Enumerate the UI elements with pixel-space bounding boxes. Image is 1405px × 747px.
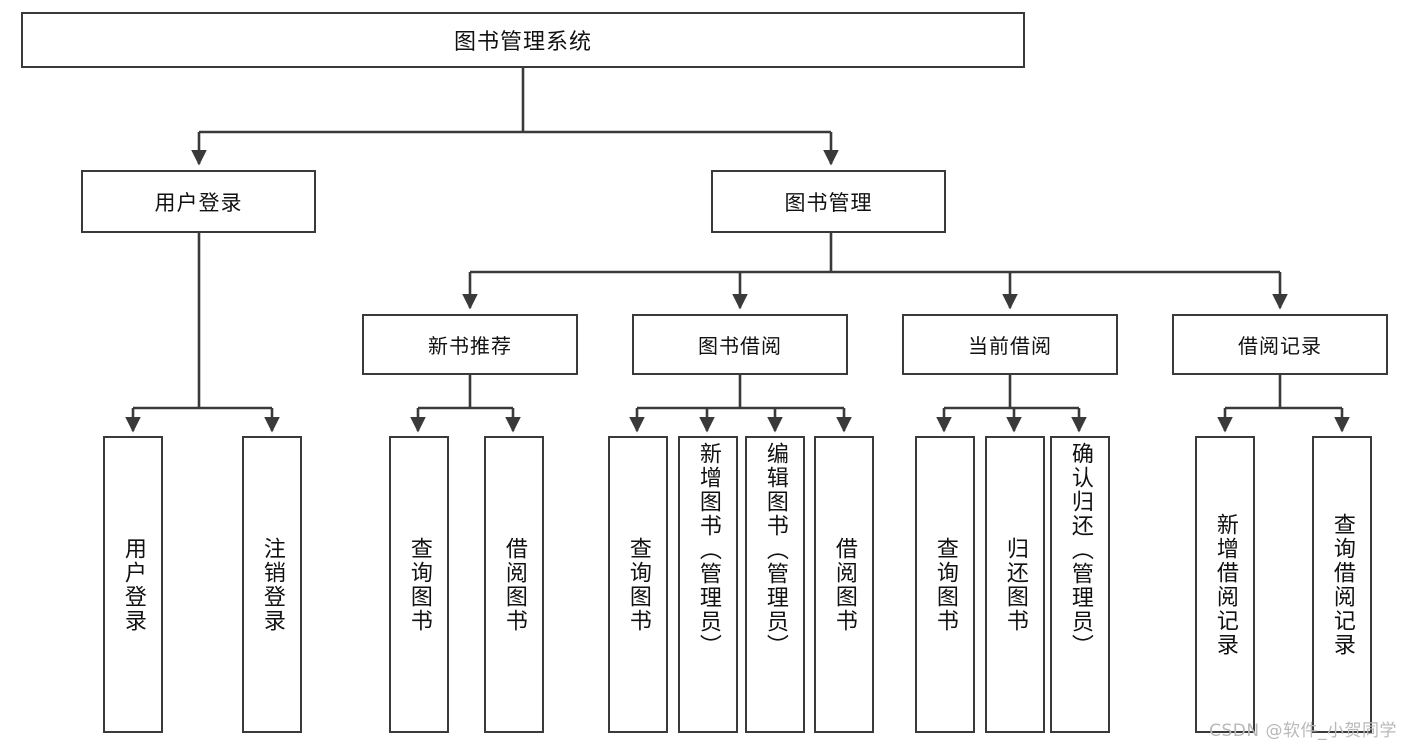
watermark: CSDN @软件_小贺同学 [1209,721,1397,741]
leaf-borrow-add-book-label: 新增图书（管理员） [695,442,721,658]
node-book-borrow-label: 图书借阅 [698,334,782,358]
leaf-current-return-book[interactable]: 归还图书 [985,436,1045,733]
leaf-recommend-query-book[interactable]: 查询图书 [389,436,449,733]
leaf-current-query-book-label: 查询图书 [932,536,958,633]
node-borrow-record[interactable]: 借阅记录 [1172,314,1388,375]
leaf-borrow-borrow-book[interactable]: 借阅图书 [814,436,874,733]
node-book-borrow[interactable]: 图书借阅 [632,314,848,375]
leaf-recommend-query-book-label: 查询图书 [406,536,432,633]
leaf-recommend-borrow-book-label: 借阅图书 [501,536,527,633]
leaf-current-query-book[interactable]: 查询图书 [915,436,975,733]
node-user-login-label: 用户登录 [154,190,243,215]
node-book-management-label: 图书管理 [784,190,873,215]
leaf-user-logout[interactable]: 注销登录 [242,436,302,733]
leaf-record-add[interactable]: 新增借阅记录 [1195,436,1255,733]
node-user-login[interactable]: 用户登录 [81,170,316,233]
node-new-book-recommend-label: 新书推荐 [428,334,512,358]
leaf-record-query[interactable]: 查询借阅记录 [1312,436,1372,733]
node-root[interactable]: 图书管理系统 [21,12,1025,68]
leaf-user-logout-label: 注销登录 [259,536,285,633]
node-book-management[interactable]: 图书管理 [711,170,946,233]
leaf-user-login-label: 用户登录 [120,536,146,633]
leaf-borrow-add-book[interactable]: 新增图书（管理员） [678,436,738,733]
leaf-user-login[interactable]: 用户登录 [103,436,163,733]
leaf-record-query-label: 查询借阅记录 [1329,512,1355,657]
node-current-borrow-label: 当前借阅 [968,334,1052,358]
leaf-borrow-borrow-book-label: 借阅图书 [831,536,857,633]
leaf-recommend-borrow-book[interactable]: 借阅图书 [484,436,544,733]
node-borrow-record-label: 借阅记录 [1238,334,1322,358]
node-root-label: 图书管理系统 [453,30,592,55]
leaf-record-add-label: 新增借阅记录 [1212,512,1238,657]
leaf-current-confirm-return[interactable]: 确认归还（管理员） [1050,436,1110,733]
leaf-borrow-edit-book-label: 编辑图书（管理员） [762,442,788,658]
node-new-book-recommend[interactable]: 新书推荐 [362,314,578,375]
leaf-borrow-query-book-label: 查询图书 [625,536,651,633]
leaf-borrow-edit-book[interactable]: 编辑图书（管理员） [745,436,805,733]
node-current-borrow[interactable]: 当前借阅 [902,314,1118,375]
leaf-current-confirm-return-label: 确认归还（管理员） [1067,442,1093,658]
leaf-borrow-query-book[interactable]: 查询图书 [608,436,668,733]
leaf-current-return-book-label: 归还图书 [1002,536,1028,633]
